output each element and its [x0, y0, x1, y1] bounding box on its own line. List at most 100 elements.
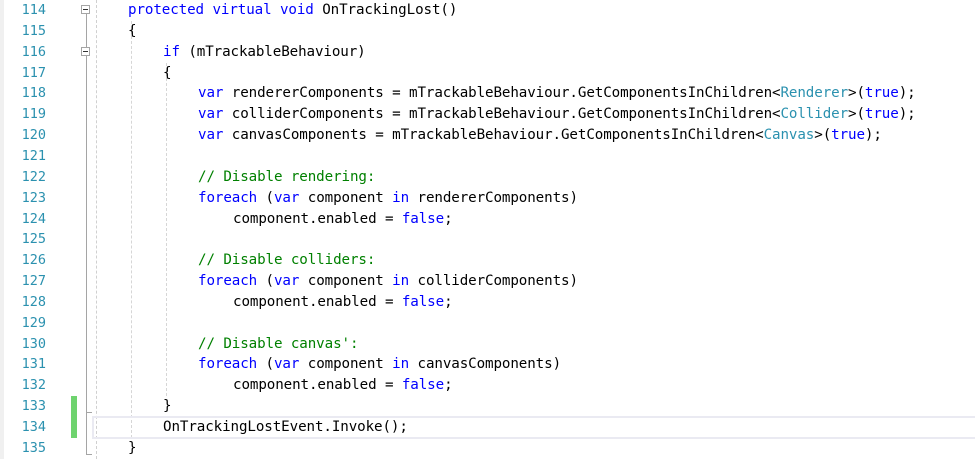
code-token — [272, 2, 280, 18]
code-line[interactable]: 123 foreach (var component in rendererCom… — [0, 188, 975, 209]
line-number: 128 — [21, 293, 46, 310]
code-token: ; — [444, 210, 453, 227]
code-token: colliderComponents = mTrackableBehaviour… — [223, 106, 781, 123]
code-line[interactable]: 126// Disable colliders: — [0, 250, 975, 271]
outline-end-if — [86, 412, 92, 413]
code-line[interactable]: 118 var rendererComponents = mTrackableBe… — [0, 83, 975, 104]
code-text[interactable]: component.enabled = false; — [233, 375, 453, 396]
code-token: canvasComponents) — [409, 356, 562, 373]
code-text[interactable]: // Disable colliders: — [198, 250, 375, 271]
code-text[interactable]: { — [128, 21, 137, 42]
line-number: 123 — [21, 189, 46, 206]
code-text[interactable]: foreach (var component in colliderCompon… — [198, 271, 578, 292]
line-number: 134 — [21, 419, 46, 435]
code-text[interactable]: foreach (var component in rendererCompon… — [198, 188, 578, 209]
indent-guide-level-3 — [201, 209, 202, 230]
code-line[interactable]: 133} — [0, 396, 975, 418]
code-token: OnTrackingLostEvent.Invoke(); — [163, 419, 408, 435]
code-token: rendererComponents = mTrackableBehaviour… — [223, 85, 781, 102]
code-token: >( — [814, 127, 832, 144]
code-text[interactable]: var canvasComponents = mTrackableBehavio… — [198, 125, 882, 146]
keyword-token: var — [198, 127, 224, 144]
line-number: 132 — [21, 377, 46, 394]
code-line[interactable]: 132 component.enabled = false; — [0, 375, 975, 396]
code-line[interactable]: 119 var colliderComponents = mTrackableBe… — [0, 104, 975, 125]
type-token: Canvas — [763, 127, 815, 144]
keyword-token: var — [273, 356, 300, 373]
line-number: 125 — [21, 231, 46, 248]
keyword-token: foreach — [198, 189, 258, 206]
code-token: ); — [864, 127, 882, 144]
code-line[interactable]: 135} — [0, 438, 975, 459]
code-line[interactable]: 134 OnTrackingLostEvent.Invoke(); — [0, 417, 975, 438]
comment-token: // Disable canvas': — [198, 335, 359, 352]
code-text[interactable]: var colliderComponents = mTrackableBehav… — [198, 104, 916, 125]
type-token: Renderer — [780, 85, 849, 102]
keyword-token: true — [864, 85, 899, 102]
code-text[interactable]: foreach (var component in canvasComponen… — [198, 354, 561, 375]
keyword-token: var — [198, 106, 224, 123]
code-token: ); — [898, 85, 916, 102]
code-token: >( — [848, 85, 865, 102]
code-text[interactable]: component.enabled = false; — [233, 209, 453, 230]
line-number: 129 — [21, 314, 46, 331]
keyword-token: foreach — [198, 273, 258, 290]
line-number: 120 — [21, 127, 46, 144]
code-token: component — [299, 273, 393, 290]
code-token: rendererComponents) — [409, 189, 579, 206]
indent-guide-level-2 — [166, 63, 167, 396]
code-line[interactable]: 120 var canvasComponents = mTrackableBeha… — [0, 125, 975, 146]
code-line[interactable]: 121 — [0, 146, 975, 167]
code-line[interactable]: 122// Disable rendering: — [0, 167, 975, 188]
line-number: 116 — [21, 43, 46, 60]
code-line[interactable]: 116 if (mTrackableBehaviour) — [0, 42, 975, 63]
code-line[interactable]: 124 component.enabled = false; — [0, 209, 975, 230]
keyword-token: false — [401, 377, 445, 394]
comment-token: // Disable colliders: — [198, 252, 376, 269]
collapse-icon[interactable] — [81, 5, 90, 14]
code-line[interactable]: 130// Disable canvas': — [0, 334, 975, 355]
code-text[interactable]: } — [163, 396, 172, 417]
code-text[interactable]: { — [163, 63, 172, 84]
code-token: } — [128, 439, 137, 456]
code-token: ( — [257, 356, 275, 373]
code-line[interactable]: 128 component.enabled = false; — [0, 292, 975, 313]
line-number: 124 — [21, 210, 46, 227]
code-text[interactable]: component.enabled = false; — [233, 292, 453, 313]
change-marker — [71, 417, 77, 438]
indent-guide-level-3 — [201, 292, 202, 313]
line-number: 121 — [21, 147, 46, 164]
keyword-token: in — [392, 356, 410, 373]
line-number: 118 — [21, 85, 46, 102]
code-token: ( — [257, 189, 275, 206]
line-number: 119 — [21, 106, 46, 123]
code-line[interactable]: 129 — [0, 313, 975, 334]
code-line[interactable]: 115 { — [0, 21, 975, 42]
line-number: 114 — [21, 2, 46, 18]
code-line[interactable]: 125 — [0, 229, 975, 250]
type-token: Collider — [780, 106, 849, 123]
code-line[interactable]: 114 protected virtual void OnTrackingLost… — [0, 0, 975, 21]
code-token: component — [299, 189, 393, 206]
code-text[interactable]: protected virtual void OnTrackingLost() — [128, 0, 457, 21]
keyword-token: virtual — [212, 2, 272, 18]
line-number: 133 — [21, 398, 46, 415]
line-number: 115 — [21, 22, 46, 39]
code-text[interactable]: if (mTrackableBehaviour) — [163, 42, 366, 63]
collapse-icon[interactable] — [81, 47, 90, 56]
code-token: component.enabled = — [233, 210, 402, 227]
code-text[interactable]: OnTrackingLostEvent.Invoke(); — [163, 417, 408, 438]
indent-guide-level-3 — [201, 375, 202, 396]
code-token: component.enabled = — [233, 377, 402, 394]
code-text[interactable]: } — [128, 438, 137, 459]
comment-token: // Disable rendering: — [198, 168, 376, 185]
code-token: >( — [848, 106, 865, 123]
code-line[interactable]: 117{ — [0, 63, 975, 84]
code-text[interactable]: var rendererComponents = mTrackableBehav… — [198, 83, 916, 104]
code-text[interactable]: // Disable canvas': — [198, 334, 358, 355]
code-text[interactable]: // Disable rendering: — [198, 167, 375, 188]
margin-separator — [96, 0, 97, 459]
